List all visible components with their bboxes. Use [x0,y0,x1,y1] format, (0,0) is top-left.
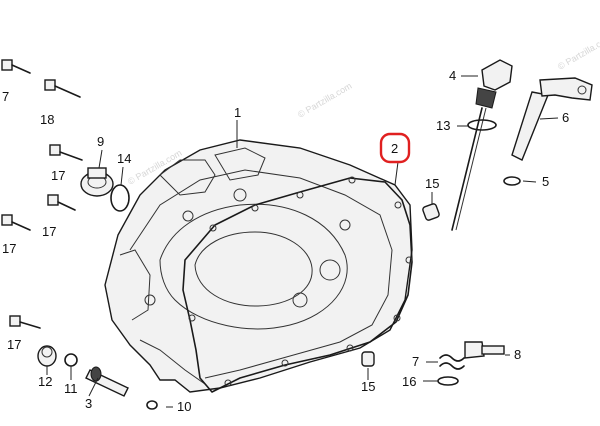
washer-small-part[interactable] [146,400,158,410]
callout-7-right[interactable]: 7 [412,354,419,369]
dowel-pin-lower-part[interactable] [361,351,375,367]
callout-2[interactable]: 2 [391,141,398,156]
callout-7-upper-left[interactable]: 7 [2,89,9,104]
leader-lines [46,75,559,408]
dipstick-part[interactable] [451,59,513,231]
watermark-3: © Partzilla.com [556,33,600,72]
filter-cap-part[interactable] [80,167,114,197]
gasket-part[interactable] [182,176,413,393]
highlight-box [379,132,411,164]
callout-12[interactable]: 12 [38,374,52,389]
callout-10[interactable]: 10 [177,399,191,414]
callout-1[interactable]: 1 [234,105,241,120]
dowel-pin-upper-part[interactable] [422,203,440,221]
callout-17-a[interactable]: 17 [51,168,65,183]
small-oring-part[interactable] [503,176,521,186]
shaft-part[interactable] [85,366,129,397]
callout-17-b[interactable]: 17 [42,224,56,239]
bolt-17-b-part[interactable] [49,144,83,161]
callout-17-d[interactable]: 17 [7,337,21,352]
callout-4[interactable]: 4 [449,68,456,83]
filter-oring-part[interactable] [110,184,130,212]
callout-5[interactable]: 5 [542,174,549,189]
shift-lever-part[interactable] [511,77,593,161]
callout-18[interactable]: 18 [40,112,54,127]
callout-17-c[interactable]: 17 [2,241,16,256]
dipstick-oring-part[interactable] [467,119,497,131]
callout-11[interactable]: 11 [64,381,78,396]
bolt-17-a-part[interactable] [1,59,31,74]
washer-left-part[interactable] [64,353,78,367]
callout-8[interactable]: 8 [514,347,521,362]
callout-14[interactable]: 14 [117,151,131,166]
callout-16[interactable]: 16 [402,374,416,389]
spring-washer-part[interactable] [437,376,459,386]
callout-6[interactable]: 6 [562,110,569,125]
oil-bolt-part[interactable] [464,341,505,359]
callout-9[interactable]: 9 [97,134,104,149]
seal-part[interactable] [37,345,57,367]
callout-15-lower[interactable]: 15 [361,379,375,394]
callout-3[interactable]: 3 [85,396,92,411]
watermark-1: © Partzilla.com [296,81,354,120]
bolt-17-e-part[interactable] [9,315,41,329]
callout-labels: 1 2 3 4 5 6 7 7 8 9 10 11 12 13 14 15 15… [2,68,569,414]
bolt-17-c-part[interactable] [47,194,76,211]
spring-part[interactable] [439,354,465,370]
bolt-18-part[interactable] [44,79,81,98]
callout-15-upper[interactable]: 15 [425,176,439,191]
bolt-17-d-part[interactable] [1,214,31,231]
callout-13[interactable]: 13 [436,118,450,133]
